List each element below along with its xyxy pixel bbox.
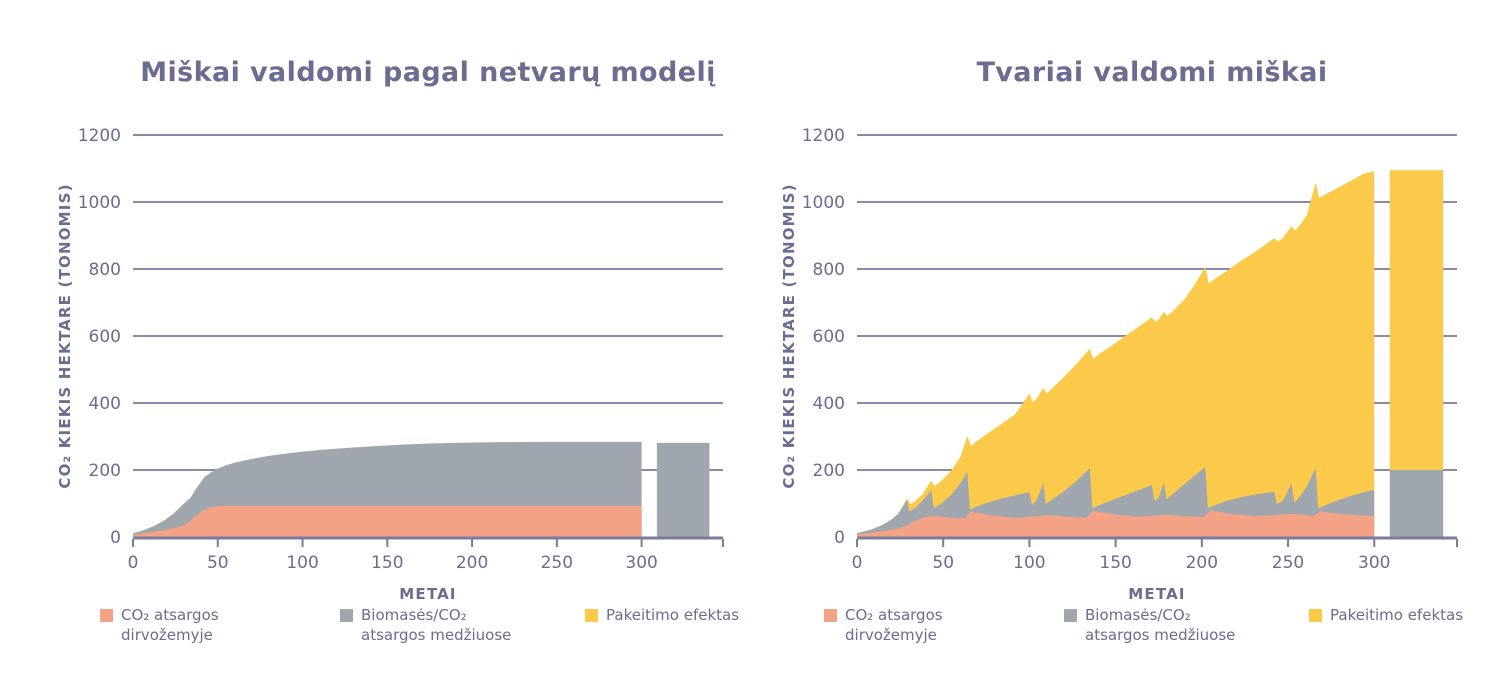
svg-text:600: 600 xyxy=(813,327,845,347)
legend-item-substitution: Pakeitimo efektas xyxy=(1309,606,1479,626)
legend-item-substitution: Pakeitimo efektas xyxy=(585,606,755,626)
svg-text:50: 50 xyxy=(207,553,229,573)
svg-text:1000: 1000 xyxy=(802,193,845,213)
svg-text:250: 250 xyxy=(1272,553,1304,573)
svg-text:300: 300 xyxy=(1358,553,1390,573)
legend-item-biomass: Biomasės/CO₂ atsargos medžiuose xyxy=(1064,606,1249,645)
legend-label: CO₂ atsargos dirvožemyje xyxy=(845,606,943,644)
svg-text:CO₂ KIEKIS HEKTARE (TONOMIS): CO₂ KIEKIS HEKTARE (TONOMIS) xyxy=(56,183,74,488)
svg-text:1000: 1000 xyxy=(78,193,121,213)
svg-text:100: 100 xyxy=(1013,553,1045,573)
biomass-swatch-icon xyxy=(340,609,353,622)
svg-text:METAI: METAI xyxy=(1128,585,1185,603)
legend: CO₂ atsargos dirvožemyje Biomasės/CO₂ at… xyxy=(750,606,1500,676)
legend-item-soil: CO₂ atsargos dirvožemyje xyxy=(824,606,974,645)
chart-title: Tvariai valdomi miškai xyxy=(976,57,1328,88)
svg-text:0: 0 xyxy=(834,528,845,548)
soil-swatch-icon xyxy=(824,609,837,622)
svg-text:800: 800 xyxy=(89,260,121,280)
svg-text:0: 0 xyxy=(128,553,139,573)
svg-text:200: 200 xyxy=(89,461,121,481)
svg-text:400: 400 xyxy=(89,394,121,414)
legend: CO₂ atsargos dirvožemyje Biomasės/CO₂ at… xyxy=(0,606,750,676)
chart-sustainable-forests: Tvariai valdomi miškai 0 50 100 150 200 250 30… xyxy=(750,0,1500,700)
area-plot-unsustainable: 0 50 100 150 200 250 300 0 200 400 600 800 1000 1200M… xyxy=(56,126,724,603)
svg-text:200: 200 xyxy=(1186,553,1218,573)
svg-text:50: 50 xyxy=(932,553,954,573)
svg-text:0: 0 xyxy=(110,528,121,548)
svg-text:600: 600 xyxy=(89,327,121,347)
chart-title: Miškai valdomi pagal netvarų modelį xyxy=(140,57,716,88)
svg-text:250: 250 xyxy=(541,553,573,573)
svg-text:200: 200 xyxy=(456,553,488,573)
legend-label: Biomasės/CO₂ atsargos medžiuose xyxy=(361,606,512,644)
svg-text:1200: 1200 xyxy=(78,126,121,146)
svg-text:1200: 1200 xyxy=(802,126,845,146)
svg-text:400: 400 xyxy=(813,394,845,414)
substitution-swatch-icon xyxy=(1309,609,1322,622)
biomass-swatch-icon xyxy=(1064,609,1077,622)
legend-label: CO₂ atsargos dirvožemyje xyxy=(121,606,219,644)
svg-text:150: 150 xyxy=(1099,553,1131,573)
soil-swatch-icon xyxy=(100,609,113,622)
svg-text:800: 800 xyxy=(813,260,845,280)
area-plot-sustainable: 0 50 100 150 200 250 300 0 200 400 600 800 1000 1200M… xyxy=(780,126,1458,603)
legend-item-biomass: Biomasės/CO₂ atsargos medžiuose xyxy=(340,606,525,645)
svg-text:200: 200 xyxy=(813,461,845,481)
chart-unsustainable-forests: Miškai valdomi pagal netvarų modelį 0 50 1… xyxy=(0,57,750,676)
legend-label: Pakeitimo efektas xyxy=(1330,606,1464,624)
legend-label: Biomasės/CO₂ atsargos medžiuose xyxy=(1085,606,1236,644)
substitution-swatch-icon xyxy=(585,609,598,622)
legend-item-soil: CO₂ atsargos dirvožemyje xyxy=(100,606,250,645)
svg-text:CO₂ KIEKIS HEKTARE (TONOMIS): CO₂ KIEKIS HEKTARE (TONOMIS) xyxy=(780,183,798,488)
svg-text:METAI: METAI xyxy=(399,585,456,603)
svg-text:0: 0 xyxy=(852,553,863,573)
svg-text:150: 150 xyxy=(371,553,403,573)
svg-text:300: 300 xyxy=(625,553,657,573)
svg-text:100: 100 xyxy=(286,553,318,573)
legend-label: Pakeitimo efektas xyxy=(606,606,740,624)
